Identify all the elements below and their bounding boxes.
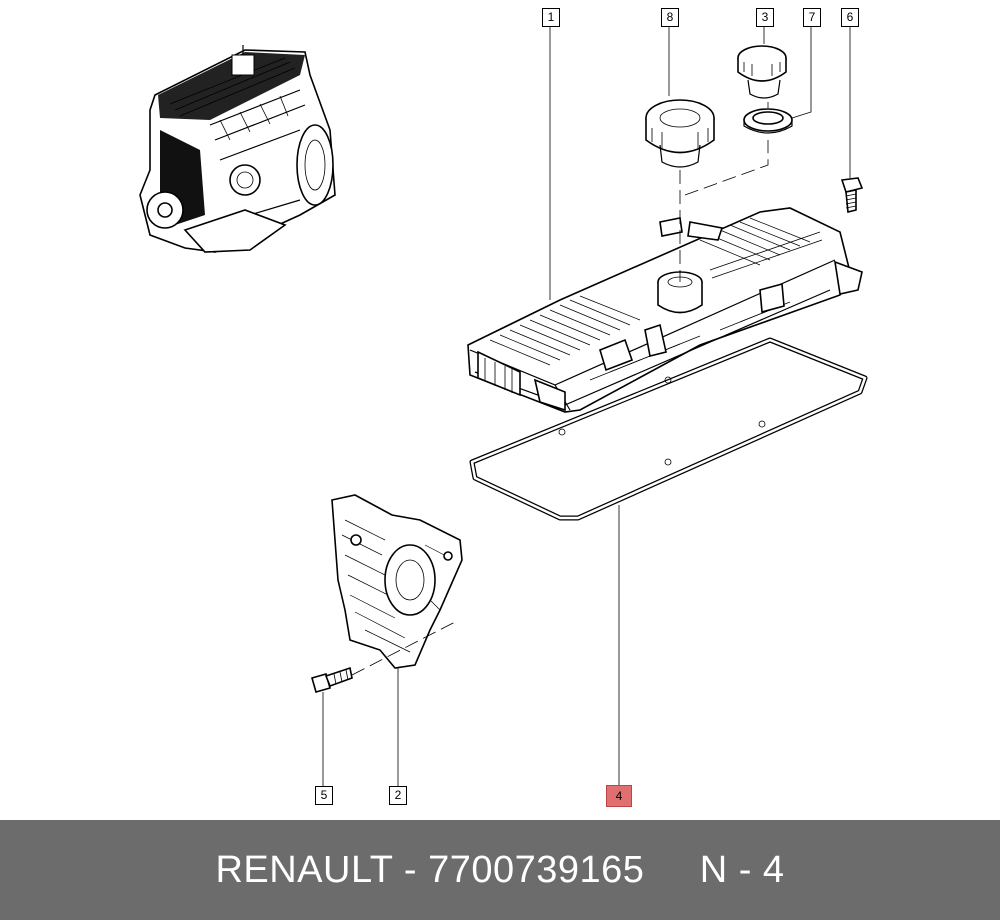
- callout-7: 7: [803, 8, 821, 27]
- callout-2: 2: [389, 786, 407, 805]
- timing-cover-part-2: [331, 494, 463, 669]
- part-number-caption: RENAULT - 7700739165 N - 4: [215, 848, 785, 891]
- engine-overview-illustration: [139, 45, 336, 253]
- assembly-lines: [351, 102, 769, 676]
- bolt-part-5: [311, 666, 353, 693]
- callout-3: 3: [756, 8, 774, 27]
- part-number-footer: RENAULT - 7700739165 N - 4: [0, 820, 1000, 920]
- rocker-cover-part-1: [467, 207, 863, 413]
- leader-lines: [322, 26, 851, 786]
- callout-1: 1: [542, 8, 560, 27]
- callout-8: 8: [661, 8, 679, 27]
- filler-cap-part-8: [645, 99, 715, 168]
- seal-ring-part-7: [743, 108, 793, 134]
- rocker-gasket-part-4: [469, 337, 868, 521]
- exploded-parts-diagram: [139, 26, 868, 786]
- bolt-part-6: [840, 177, 864, 214]
- callout-4-highlighted: 4: [606, 785, 632, 807]
- callout-5: 5: [315, 786, 333, 805]
- callout-6: 6: [841, 8, 859, 27]
- breather-cap-part-3: [737, 45, 787, 99]
